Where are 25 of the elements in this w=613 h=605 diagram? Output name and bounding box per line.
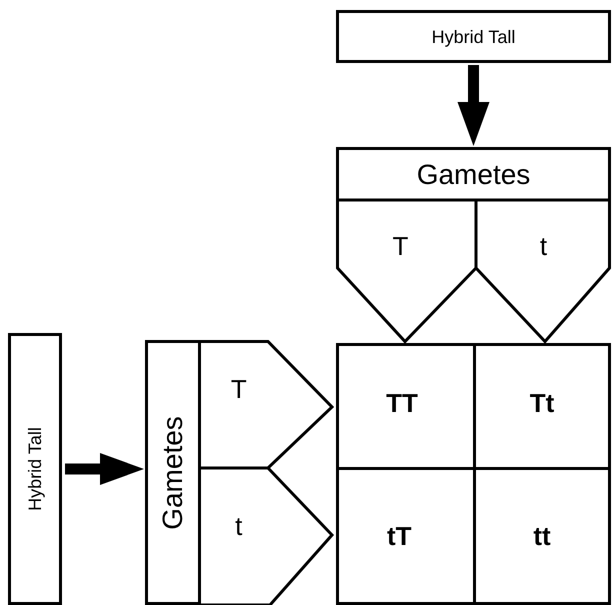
arrow	[65, 453, 144, 485]
gamete-cell	[476, 200, 611, 343]
parent-box	[336, 10, 611, 63]
parent-box	[8, 333, 62, 605]
genotype-label: TT	[386, 390, 418, 416]
gamete-cell	[198, 340, 334, 468]
genotype-label: tT	[387, 523, 412, 549]
allele-label: t	[235, 512, 242, 539]
gamete-cell	[198, 468, 334, 605]
gamete-cell	[336, 200, 476, 343]
gametes-label: Gametes	[159, 416, 187, 530]
genotype-label: Tt	[530, 390, 554, 416]
punnett-cell	[473, 467, 611, 605]
parent-label: Hybrid Tall	[26, 427, 44, 511]
punnett-cell	[336, 467, 476, 605]
gametes-label: Gametes	[416, 161, 530, 189]
punnett-cell	[473, 343, 611, 470]
genotype-label: tt	[533, 523, 551, 549]
parent-label: Hybrid Tall	[432, 28, 516, 46]
allele-label: T	[230, 376, 247, 402]
allele-label: t	[540, 232, 548, 259]
allele-label: T	[392, 232, 408, 259]
punnett-cell	[336, 343, 476, 470]
arrow	[458, 65, 490, 146]
header-box	[145, 340, 201, 605]
